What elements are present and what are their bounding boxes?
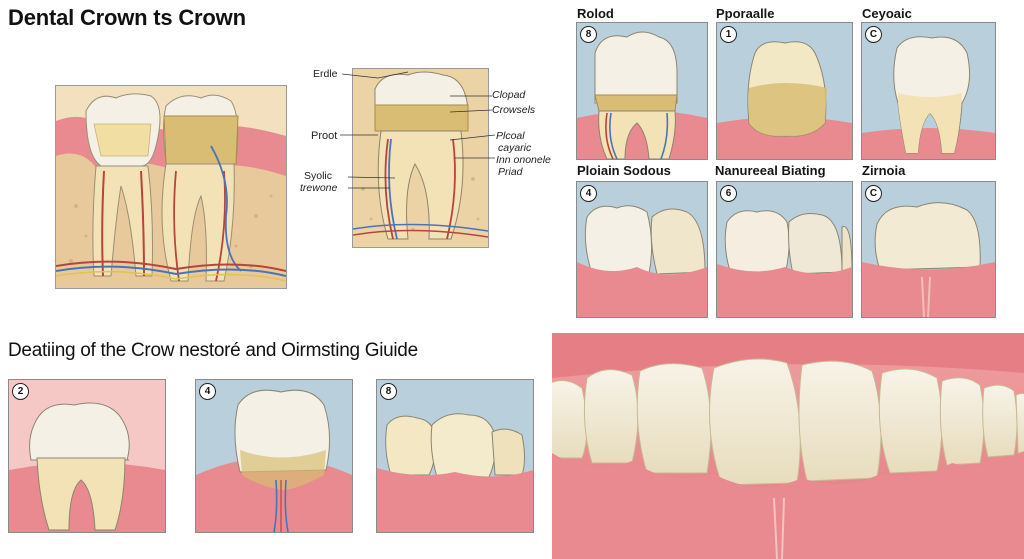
panel-title-rolod: Rolod bbox=[577, 6, 614, 21]
label-plcoal: Plcoal bbox=[496, 130, 525, 142]
leader-lines bbox=[340, 71, 496, 189]
section-title: Deatiing of the Crow nestoré and Oirmsti… bbox=[8, 340, 418, 361]
panel-badge: 8 bbox=[380, 383, 397, 400]
panel-badge: 4 bbox=[199, 383, 216, 400]
panel-bottom-2: 4 bbox=[195, 379, 353, 533]
label-crowsels: Crowsels bbox=[492, 104, 536, 116]
panel-title-ceyoaic: Ceyoaic bbox=[862, 6, 912, 21]
label-erdle: Erdle bbox=[313, 68, 338, 80]
panel-badge: 2 bbox=[12, 383, 29, 400]
label-syolic: Syolic bbox=[304, 170, 333, 182]
panel-badge: 1 bbox=[720, 26, 737, 43]
crown-cross-section-left bbox=[55, 85, 287, 289]
panel-badge: 6 bbox=[720, 185, 737, 202]
panel-title-pporaalle: Pporaalle bbox=[716, 6, 775, 21]
panel-nanureeal-biating: 6 bbox=[716, 181, 853, 318]
panel-title-ploiain-sodous: Ploiain Sodous bbox=[577, 163, 671, 178]
panel-ploiain-sodous: 4 bbox=[576, 181, 708, 318]
label-priad: Priad bbox=[498, 166, 523, 178]
label-cayaric: cayaric bbox=[498, 142, 532, 154]
panel-zirnoia: C bbox=[861, 181, 996, 318]
panel-bottom-3: 8 bbox=[376, 379, 534, 533]
smile-closeup bbox=[552, 333, 1024, 559]
panel-badge: C bbox=[865, 26, 882, 43]
panel-badge: 4 bbox=[580, 185, 597, 202]
label-proot: Proot bbox=[311, 130, 338, 142]
panel-bottom-1: 2 bbox=[8, 379, 166, 533]
label-clopad: Clopad bbox=[492, 89, 526, 101]
panel-title-zirnoia: Zirnoia bbox=[862, 163, 906, 178]
panel-badge: 8 bbox=[580, 26, 597, 43]
main-title: Dental Crown ts Crown bbox=[8, 5, 246, 30]
label-inn-ononele: Inn ononele bbox=[496, 154, 551, 166]
panel-badge: C bbox=[865, 185, 882, 202]
panel-title-nanureeal-biating: Nanureeal Biating bbox=[715, 163, 826, 178]
label-trewone: trewone bbox=[300, 182, 338, 194]
panel-rolod: 8 bbox=[576, 22, 708, 160]
panel-ceyoaic: C bbox=[861, 22, 996, 160]
panel-pporaalle: 1 bbox=[716, 22, 853, 160]
